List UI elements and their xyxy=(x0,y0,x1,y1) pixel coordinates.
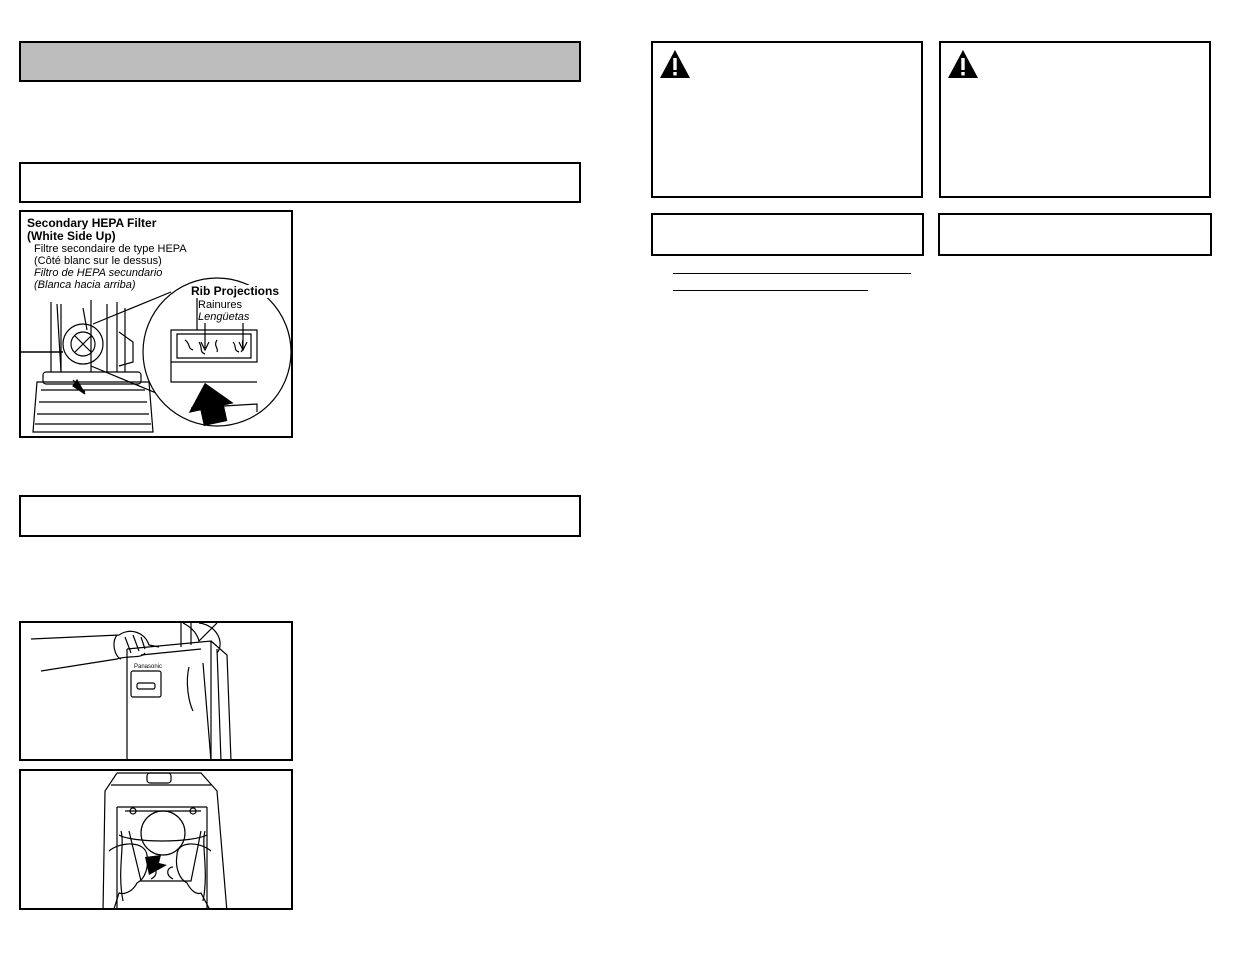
info-heading-box-left xyxy=(651,213,924,256)
filter-label-fr: Filtre secondaire de type HEPA xyxy=(34,243,187,255)
hepa-filter-figure: Secondary HEPA Filter (White Side Up) Fi… xyxy=(19,210,293,438)
warning-box-left xyxy=(651,41,923,198)
remove-bag-figure xyxy=(19,769,293,910)
filter-label-es: Filtro de HEPA secundario xyxy=(34,267,163,279)
dust-bag-heading-box xyxy=(19,495,581,537)
underline-rule-2 xyxy=(673,290,868,291)
rib-label-fr: Rainures xyxy=(198,299,243,311)
section-title-bar xyxy=(19,41,581,82)
info-heading-box-right xyxy=(938,213,1212,256)
filter-label-fr-2: (Côté blanc sur le dessus) xyxy=(34,255,162,267)
open-compartment-figure: Panasonic xyxy=(19,621,293,761)
warning-triangle-icon xyxy=(948,50,978,78)
rib-label-en: Rib Projections xyxy=(191,284,280,298)
vacuum-filter-illustration xyxy=(21,277,291,433)
warning-box-right xyxy=(939,41,1211,198)
vacuum-cover-illustration: Panasonic xyxy=(30,623,232,759)
secondary-filter-heading-box xyxy=(19,162,581,203)
vacuum-bag-illustration xyxy=(102,772,228,908)
warning-triangle-icon xyxy=(660,50,690,78)
filter-label-en: Secondary HEPA Filter xyxy=(27,216,157,230)
filter-label-en-2: (White Side Up) xyxy=(27,229,116,243)
filter-label-es-2: (Blanca hacia arriba) xyxy=(34,279,136,291)
underline-rule-1 xyxy=(673,273,911,274)
brand-plate-text: Panasonic xyxy=(134,664,162,670)
rib-label-es: Lengüetas xyxy=(198,311,250,323)
